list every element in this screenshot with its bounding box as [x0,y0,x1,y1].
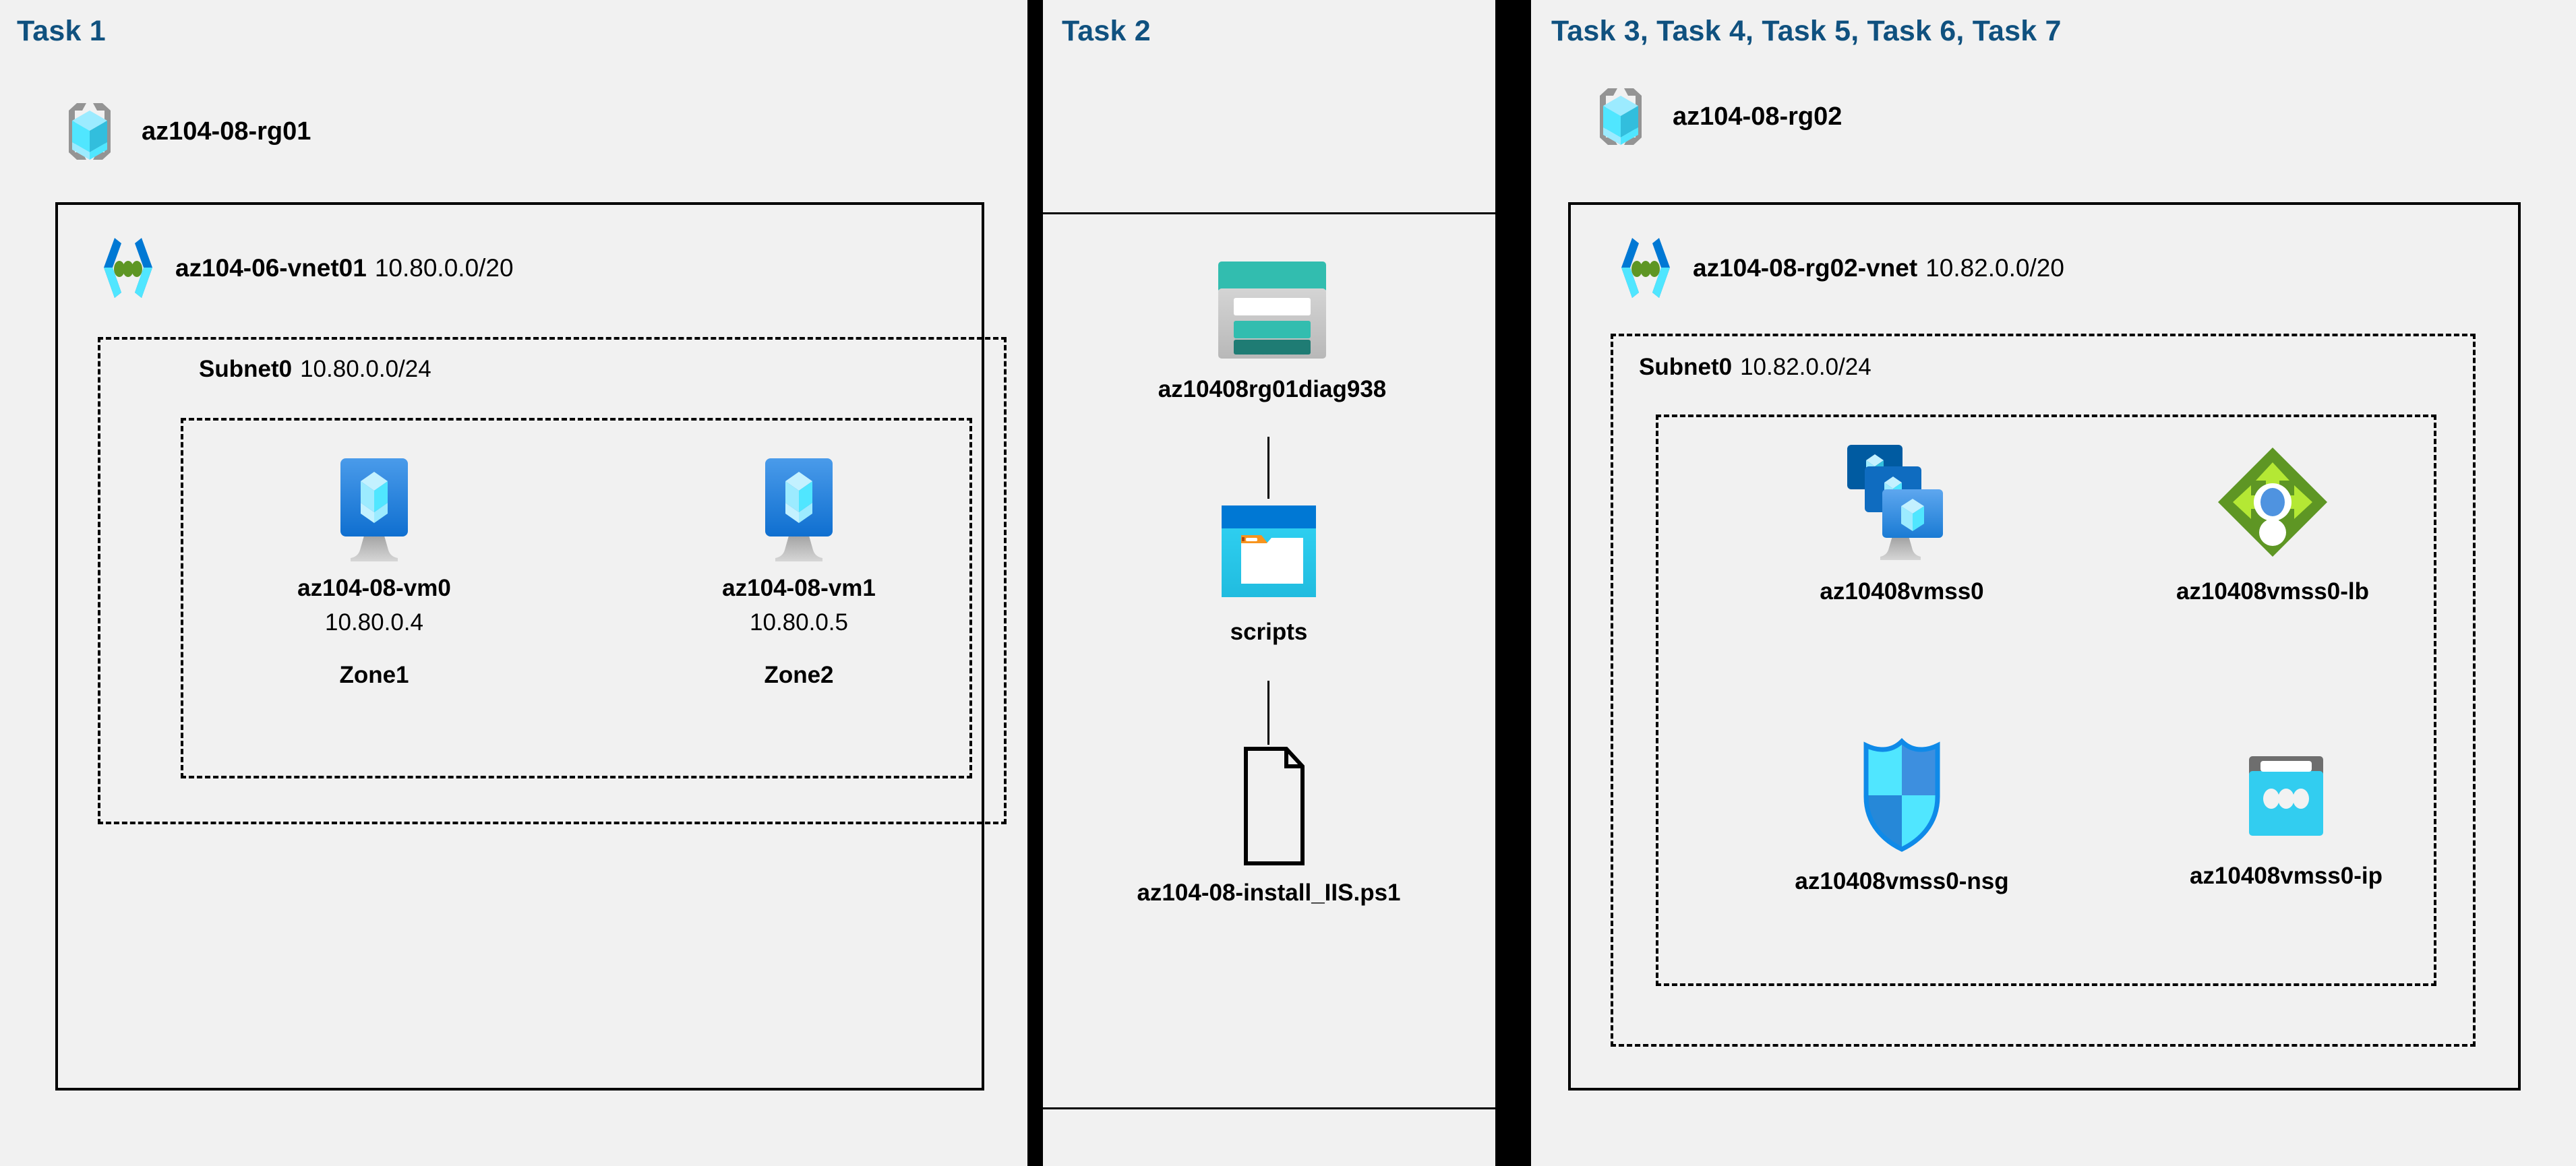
vm-zone: Zone1 [339,661,409,688]
vnet-name: az104-06-vnet01 [175,253,367,282]
panel-task-3: Task 3, Task 4, Task 5, Task 6, Task 7 [1531,0,2576,1166]
connector-storage-to-container [1267,437,1269,499]
vm-name: az104-08-vm1 [722,575,876,601]
vm-ip: 10.80.0.4 [325,609,423,636]
subnet-name: Subnet0 [199,356,293,382]
script-file-name: az104-08-install_IIS.ps1 [1137,880,1401,906]
resources-group-box [1656,415,2436,986]
storage-account-icon [1209,256,1335,364]
vmss-name: az10408vmss0 [1820,578,1984,605]
node-az104-08-vm0[interactable]: az104-08-vm0 10.80.0.4 Zone1 [290,452,458,689]
panel-task-2: Task 2 az10408rg01diag [1043,0,1498,1166]
vnet-cidr: 10.80.0.0/20 [374,253,514,282]
vnet-container-box [1568,202,2521,1091]
task-2-title: Task 2 [1062,15,1151,47]
load-balancer-name: az10408vmss0-lb [2176,578,2370,605]
node-az104-08-vm1[interactable]: az104-08-vm1 10.80.0.5 Zone2 [715,452,883,689]
node-az10408vmss0[interactable]: az10408vmss0 [1767,438,2037,607]
load-balancer-icon [2209,438,2337,566]
vm-scale-set-icon [1838,438,1966,566]
vm-name: az104-08-vm0 [297,575,451,601]
task-3-title: Task 3, Task 4, Task 5, Task 6, Task 7 [1551,15,2062,47]
virtual-network-icon [94,233,162,303]
subnet-name: Subnet0 [1639,354,1733,380]
blob-container-icon [1214,499,1323,607]
script-file-icon [1224,745,1313,867]
public-ip-name: az10408vmss0-ip [2189,863,2383,889]
storage-account-name: az10408rg01diag938 [1158,376,1387,402]
subnet-cidr: 10.82.0.0/24 [1740,354,1871,380]
virtual-machine-icon [748,452,849,563]
virtual-machine-icon [324,452,425,563]
availability-zone-box [181,418,972,778]
public-ip-address-icon [2235,748,2337,851]
node-script-file[interactable]: az104-08-install_IIS.ps1 [1114,745,1424,909]
resource-group-name: az104-08-rg01 [142,117,311,146]
connector-container-to-file [1267,681,1269,745]
panel-task-1: Task 1 az104-08- [0,0,1027,1166]
node-storage-account[interactable]: az10408rg01diag938 [1144,256,1400,405]
blob-container-name: scripts [1230,619,1308,645]
subnet-label: Subnet0 10.82.0.0/24 [1639,354,1871,381]
resource-group-header-rg02: az104-08-rg02 [1584,80,1842,154]
subnet-label: Subnet0 10.80.0.0/24 [199,356,431,383]
node-az10408vmss0-nsg[interactable]: az10408vmss0-nsg [1754,735,2050,897]
panel-divider-2 [1495,0,1531,1166]
vm-ip: 10.80.0.5 [750,609,848,636]
node-az10408vmss0-ip[interactable]: az10408vmss0-ip [2151,748,2421,892]
resource-group-header-rg01: az104-08-rg01 [53,94,311,168]
vm-zone: Zone2 [764,661,834,688]
node-blob-container[interactable]: scripts [1178,499,1360,648]
subnet-box [1611,334,2476,1047]
task-1-title: Task 1 [17,15,106,47]
subnet-box [98,337,1007,824]
vnet-cidr: 10.82.0.0/20 [1925,253,2064,282]
resource-group-icon [53,94,127,168]
vnet-container-box [55,202,984,1091]
panel-divider-1 [1027,0,1043,1166]
resource-group-icon [1584,80,1658,154]
resource-group-name: az104-08-rg02 [1673,102,1843,131]
network-security-group-icon [1851,735,1952,856]
node-az10408vmss0-lb[interactable]: az10408vmss0-lb [2138,438,2407,607]
subnet-cidr: 10.80.0.0/24 [300,356,431,382]
nsg-name: az10408vmss0-nsg [1795,868,2009,894]
vnet-name: az104-08-rg02-vnet [1693,253,1918,282]
virtual-network-icon [1612,233,1679,303]
